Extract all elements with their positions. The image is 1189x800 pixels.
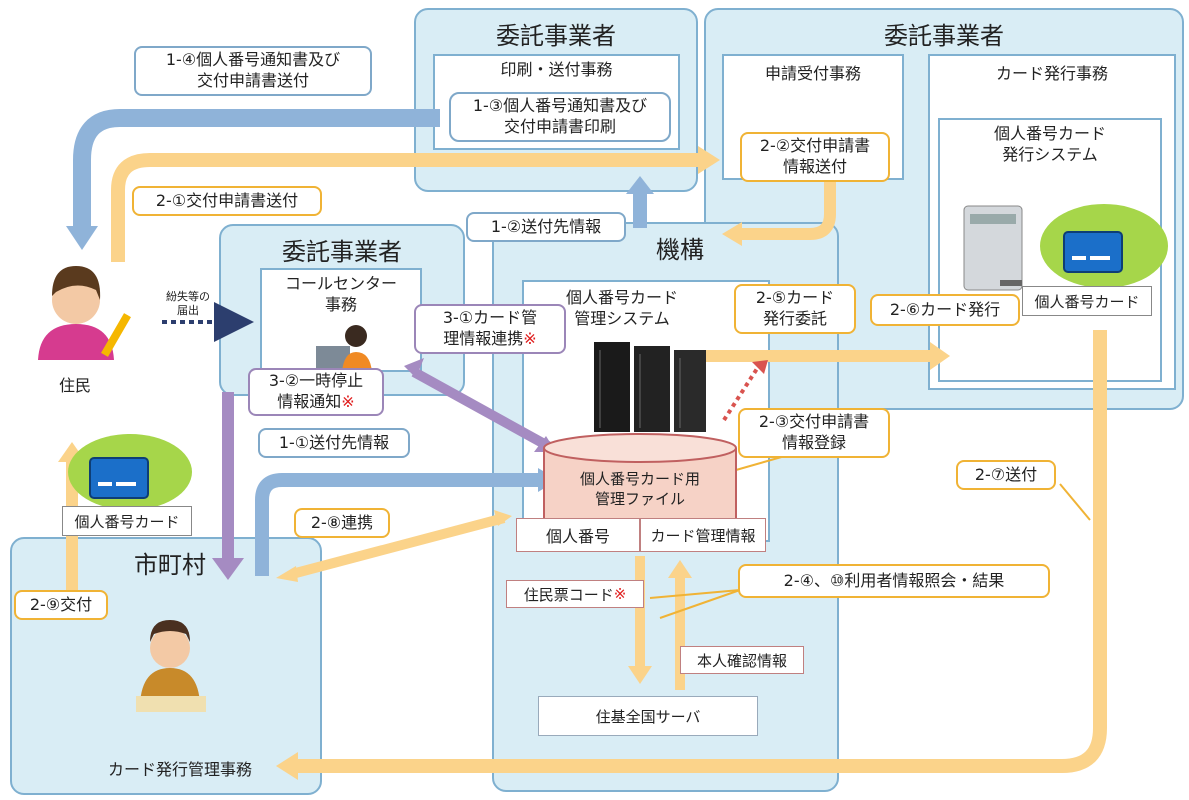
callout-2-2: 2-②交付申請書 情報送付 <box>740 132 890 182</box>
callout-2-1: 2-①交付申請書送付 <box>132 186 322 216</box>
callout-3-1-line2: 理情報連携※ <box>443 329 537 348</box>
resident-figure <box>38 266 131 360</box>
card-issue-mgmt-label: カード発行管理事務 <box>107 760 252 779</box>
staff-figure <box>136 620 206 712</box>
card-mgmt-system-label: 個人番号カード 管理システム <box>565 288 678 328</box>
contractor-mid-title: 委託事業者 <box>282 238 402 266</box>
operator-figure <box>316 325 372 372</box>
juminhyo-code-box: 住民票コード※ <box>506 580 644 608</box>
callout-1-2: 1-②送付先情報 <box>466 212 626 242</box>
arrow-2-3 <box>722 362 762 422</box>
arrow-2-2 <box>740 180 836 240</box>
application-accept-label: 申請受付事務 <box>764 64 861 83</box>
callout-3-1-mark: ※ <box>523 329 537 348</box>
callout-2-5: 2-⑤カード 発行委託 <box>734 284 856 334</box>
server-rack-icon <box>594 342 706 432</box>
print-send-label: 印刷・送付事務 <box>500 60 613 79</box>
card-file-label: 個人番号カード用 管理ファイル <box>579 470 700 508</box>
arrow-1-1 <box>255 473 540 576</box>
arrow-2-7 <box>296 330 1107 773</box>
card-label-right: 個人番号カード <box>1022 286 1152 316</box>
pc-tower-icon <box>963 205 1023 291</box>
arrow-1-4 <box>73 109 440 226</box>
callout-3-1: 3-①カード管 理情報連携※ <box>414 304 566 354</box>
callout-2-3: 2-③交付申請書 情報登録 <box>738 408 890 458</box>
honnin-kakunin-box: 本人確認情報 <box>680 646 804 674</box>
contractor-right-title: 委託事業者 <box>884 22 1004 50</box>
card-issue-label: カード発行事務 <box>995 64 1108 83</box>
arrow-3-1 <box>411 367 551 451</box>
callout-3-1-line1: 3-①カード管 <box>442 308 538 328</box>
callout-3-2-line1: 3-②一時停止 <box>268 371 364 391</box>
juki-server-box: 住基全国サーバ <box>538 696 758 736</box>
card-reader-left <box>68 434 192 510</box>
callout-1-4: 1-④個人番号通知書及び 交付申請書送付 <box>134 46 372 96</box>
callout-2-8: 2-⑧連携 <box>294 508 390 538</box>
juminhyo-mark: ※ <box>613 585 627 603</box>
juminhyo-code-text: 住民票コード <box>523 585 614 604</box>
callout-3-2-mark: ※ <box>341 392 355 411</box>
contractor-top-title: 委託事業者 <box>496 22 616 50</box>
callout-1-3: 1-③個人番号通知書及び 交付申請書印刷 <box>449 92 671 142</box>
call-center-label: コールセンター 事務 <box>284 274 397 314</box>
municipality-title: 市町村 <box>134 551 206 579</box>
callout-2-4: 2-④、⑩利用者情報照会・結果 <box>738 564 1050 598</box>
report-label: 紛失等の 届出 <box>166 290 210 318</box>
callout-2-7: 2-⑦送付 <box>956 460 1056 490</box>
callout-2-9: 2-⑨交付 <box>14 590 108 620</box>
callout-3-2: 3-②一時停止 情報通知※ <box>248 368 384 416</box>
card-issue-system-label: 個人番号カード 発行システム <box>993 124 1106 164</box>
callout-1-1: 1-①送付先情報 <box>258 428 410 458</box>
kojin-bango-box: 個人番号 <box>516 518 640 552</box>
arrow-2-1 <box>111 153 700 262</box>
resident-label: 住民 <box>58 376 91 395</box>
card-kanri-box: カード管理情報 <box>640 518 766 552</box>
callout-3-2-line2: 情報通知※ <box>277 392 355 411</box>
card-reader-right <box>1040 204 1168 288</box>
callout-2-6: 2-⑥カード発行 <box>870 294 1020 326</box>
jlis-title: 機構 <box>656 236 704 264</box>
card-label-left: 個人番号カード <box>62 506 192 536</box>
arrow-2-8 <box>290 513 506 579</box>
